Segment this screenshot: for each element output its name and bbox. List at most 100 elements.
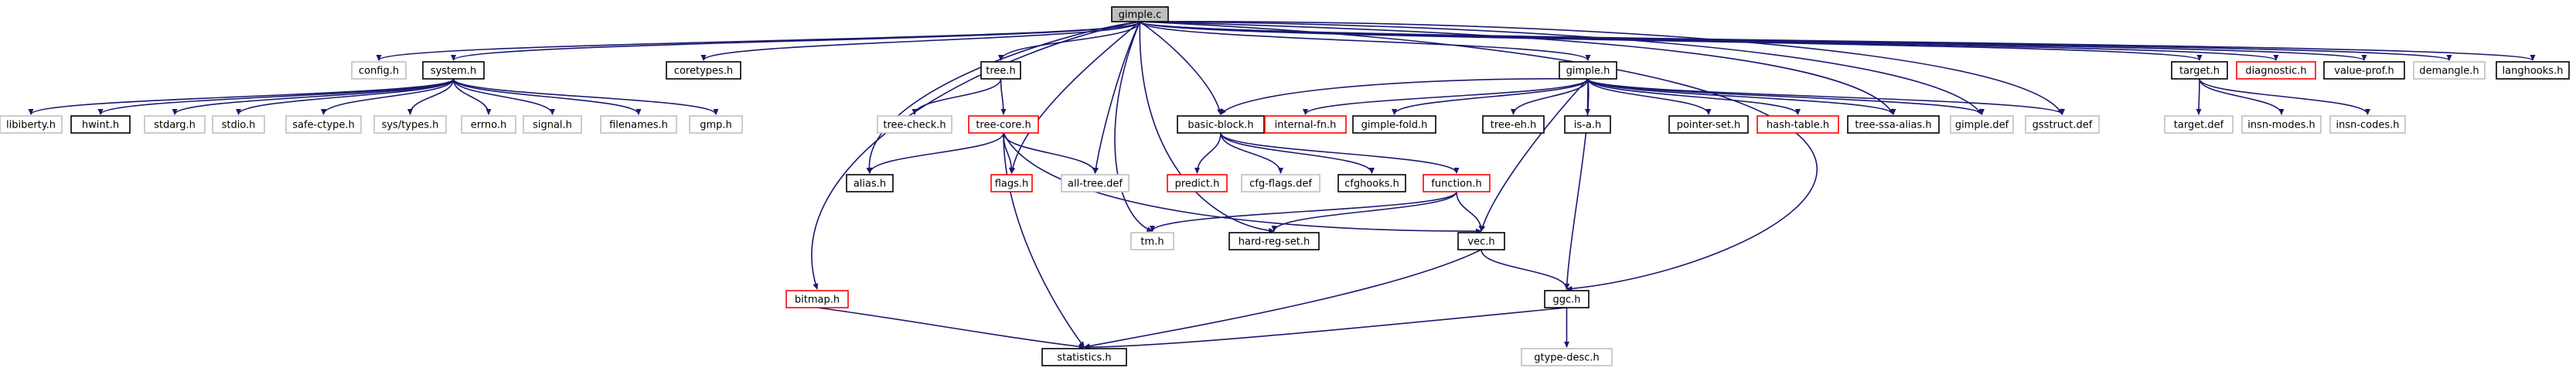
node-cfghooks-h[interactable]: cfghooks.h [1337,174,1406,192]
edge-gimple-c-to-target-h [1139,21,2203,61]
node-gimple-c[interactable]: gimple.c [1111,6,1169,22]
edge-system-h-to-hwint-h [97,78,455,115]
node-box [1482,115,1545,134]
edge-system-h-to-errno-h [452,78,492,115]
node-pointer-set-h[interactable]: pointer-set.h [1668,115,1749,134]
node-predict-h[interactable]: predict.h [1167,174,1228,192]
node-gtype-desc-h: gtype-desc.h [1521,348,1613,366]
edge-bitmap-h-to-statistics-h [816,307,1085,349]
edge-gimple-c-to-tree-h [998,21,1141,61]
edge-tree-h-to-tree-check-h [911,78,1002,115]
node-hard-reg-set-h[interactable]: hard-reg-set.h [1228,232,1320,250]
node-gimple-fold-h[interactable]: gimple-fold.h [1352,115,1436,134]
node-box [2496,61,2570,80]
node-label: predict.h [1175,179,1220,190]
edge-gimple-c-to-system-h [451,21,1141,61]
node-label: tree.h [986,66,1016,77]
node-stdio-h: stdio.h [212,115,265,134]
node-function-h[interactable]: function.h [1423,174,1491,192]
node-box [980,61,1021,80]
node-box [1167,174,1228,192]
node-vec-h[interactable]: vec.h [1457,232,1505,250]
node-label: gimple-fold.h [1361,120,1428,131]
edge-gimple-c-to-bitmap-h [811,21,1140,290]
node-box [1241,174,1320,192]
edge-gimple-h-to-basic-block-h [1220,78,1589,115]
node-box [2171,61,2228,80]
node-box [1950,115,2014,134]
node-label: tree-eh.h [1491,120,1536,131]
node-label: value-prof.h [2334,66,2394,77]
node-tree-check-h: tree-check.h [877,115,952,134]
node-box [846,174,894,192]
node-tree-ssa-alias-h[interactable]: tree-ssa-alias.h [1847,115,1940,134]
edge-gimple-c-to-gimple-h [1139,21,1591,61]
node-label: hash-table.h [1767,120,1829,131]
node-cfg-flags-def: cfg-flags.def [1241,174,1320,192]
node-box [1757,115,1839,134]
node-label: demangle.h [2419,66,2479,77]
node-box [1847,115,1940,134]
node-hash-table-h[interactable]: hash-table.h [1757,115,1839,134]
node-box [351,61,407,80]
node-bitmap-h[interactable]: bitmap.h [785,290,849,308]
node-box [1337,174,1406,192]
node-box [785,290,849,308]
node-filenames-h: filenames.h [600,115,677,134]
node-langhooks-h[interactable]: langhooks.h [2496,61,2570,80]
node-box [422,61,485,80]
node-label: hard-reg-set.h [1239,237,1310,248]
edge-target-h-to-insn-codes-h [2199,78,2370,115]
edge-gimple-c-to-flags-h [1010,21,1141,174]
node-gimple-h[interactable]: gimple.h [1559,61,1617,80]
node-label: system.h [431,66,476,77]
node-hwint-h[interactable]: hwint.h [70,115,131,134]
edge-gimple-c-to-config-h [376,21,1141,61]
node-basic-block-h[interactable]: basic-block.h [1177,115,1265,134]
node-label: ggc.h [1552,295,1580,306]
node-box [968,115,1039,134]
node-ggc-h[interactable]: ggc.h [1544,290,1590,308]
node-label: langhooks.h [2503,66,2564,77]
node-target-h[interactable]: target.h [2171,61,2228,80]
node-alias-h[interactable]: alias.h [846,174,894,192]
edge-gimple-c-to-hard-reg-set-h [1139,21,1275,233]
node-system-h[interactable]: system.h [422,61,485,80]
node-internal-fn-h[interactable]: internal-fn.h [1264,115,1347,134]
node-label: gimple.def [1955,120,2009,131]
edge-gimple-h-to-gsstruct-def [1587,78,2065,115]
node-label: target.def [2174,120,2224,131]
edge-system-h-to-signal-h [452,78,555,115]
edge-tree-h-to-tree-core-h [1000,78,1007,115]
node-tree-eh-h[interactable]: tree-eh.h [1482,115,1545,134]
node-label: gsstruct.def [2033,120,2093,131]
node-gimple-def: gimple.def [1950,115,2014,134]
node-box [689,115,743,134]
edge-target-h-to-insn-modes-h [2199,78,2285,115]
edge-system-h-to-libiberty-h [28,78,455,115]
node-label: tm.h [1140,237,1164,248]
edge-gimple-h-to-pointer-set-h [1587,78,1712,115]
node-box [990,174,1033,192]
node-is-a-h[interactable]: is-a.h [1564,115,1611,134]
node-diagnostic-h[interactable]: diagnostic.h [2236,61,2316,80]
node-flags-h[interactable]: flags.h [990,174,1033,192]
edge-tree-core-h-to-all-tree-def [1003,132,1098,174]
node-label: cfghooks.h [1344,179,1399,190]
node-box [1228,232,1320,250]
node-tree-h[interactable]: tree.h [980,61,1021,80]
node-label: diagnostic.h [2245,66,2306,77]
node-box [1668,115,1749,134]
edge-basic-block-h-to-cfg-flags-def [1220,132,1283,174]
node-coretypes-h[interactable]: coretypes.h [666,61,741,80]
edge-gimple-h-to-tree-ssa-alias-h [1587,78,1896,115]
node-tree-core-h[interactable]: tree-core.h [968,115,1039,134]
node-label: insn-codes.h [2336,120,2399,131]
node-label: gimple.h [1566,66,1610,77]
node-statistics-h[interactable]: statistics.h [1041,348,1127,366]
node-value-prof-h[interactable]: value-prof.h [2323,61,2405,80]
node-box [1130,232,1174,250]
node-box [1111,6,1169,22]
